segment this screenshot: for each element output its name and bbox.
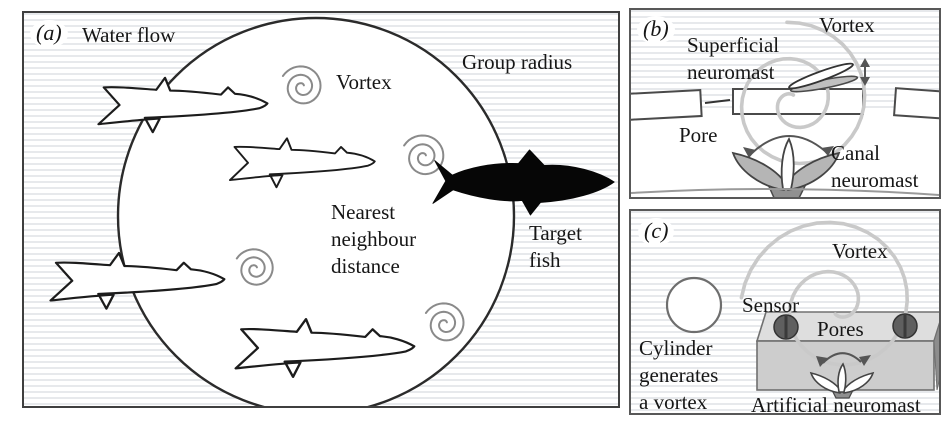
panel-letter-b: (b): [637, 16, 675, 44]
vortex-label: Vortex: [832, 239, 888, 263]
artificial-neuromast-label: Artificial neuromast: [751, 393, 921, 415]
nearest-line: distance: [331, 253, 400, 278]
canal-neuromast-petal: [731, 151, 789, 191]
superficial-line: neuromast: [687, 59, 775, 84]
target-fish-label: Target fish: [529, 220, 582, 274]
body-inner-line: [631, 187, 939, 196]
skin-section: [631, 88, 703, 122]
arrowhead-right: [859, 355, 871, 366]
vortex-label: Vortex: [819, 13, 875, 37]
arrowhead-right: [821, 146, 834, 156]
artificial-neuromast-hair: [837, 362, 847, 393]
skin-section: [893, 87, 939, 120]
vortex-spiral-large: [739, 20, 867, 166]
superficial-neuromast-blade: [788, 62, 854, 90]
canal-neuromast-hair: [780, 137, 795, 190]
target-line: fish: [529, 247, 561, 272]
pores-label: Pores: [817, 317, 864, 341]
vortex-label: Vortex: [336, 70, 392, 94]
cylinder-label: Cylinder generates a vortex: [639, 335, 719, 414]
canal-line: neuromast: [831, 167, 919, 192]
vortex-spiral-large: [739, 220, 910, 367]
arrowhead-down: [860, 77, 870, 86]
vortex-spiral: [424, 302, 465, 342]
nearest-neighbour-label: Nearest neighbour distance: [331, 199, 416, 280]
panel-c-graphics: [665, 220, 939, 399]
sensor-box-side: [933, 323, 939, 391]
cylinder-line: Cylinder: [639, 336, 713, 360]
panel-b-graphics: [631, 20, 939, 197]
panel-letter-c: (c): [638, 218, 675, 246]
group-radius-circle: [116, 16, 516, 406]
pore-pointer-line: [704, 99, 731, 104]
cylinder-line: generates: [639, 362, 719, 387]
cylinder-line: a vortex: [639, 389, 708, 414]
cylinder: [665, 276, 723, 334]
arrowhead-left: [816, 356, 828, 367]
canal-flow-arrow: [751, 135, 826, 154]
panel-a: (a) Water flow Vortex Group radius Neare…: [22, 11, 620, 408]
target-line: Target: [529, 221, 582, 245]
canal-neuromast-label: Canal neuromast: [831, 140, 918, 194]
pore-label: Pore: [679, 123, 718, 147]
panel-b: (b) Vortex Superficial neuromast Pore Ca…: [629, 8, 941, 199]
panel-a-graphics: [49, 16, 615, 406]
nearest-line: Nearest: [331, 200, 396, 224]
arrowhead-up: [860, 58, 870, 67]
skin-section: [732, 88, 864, 115]
arrowhead-left: [743, 147, 756, 158]
flow-arrow: [822, 352, 862, 364]
vortex-spiral: [235, 248, 274, 286]
vortex-spiral: [403, 134, 445, 176]
superficial-neuromast-label: Superficial neuromast: [687, 32, 779, 86]
sensor-label: Sensor: [742, 293, 800, 317]
group-radius-label: Group radius: [462, 50, 573, 74]
vortex-spiral: [281, 65, 322, 105]
canal-line: Canal: [831, 141, 880, 165]
target-fish-silhouette: [432, 149, 615, 216]
nearest-line: neighbour: [331, 226, 417, 251]
panel-c: (c) Vortex Sensor Pores Cylinder generat…: [629, 209, 941, 415]
superficial-line: Superficial: [687, 33, 780, 57]
artificial-neuromast-petal: [842, 371, 875, 394]
water-flow-label: Water flow: [82, 23, 176, 47]
panel-letter-a: (a): [30, 20, 68, 48]
